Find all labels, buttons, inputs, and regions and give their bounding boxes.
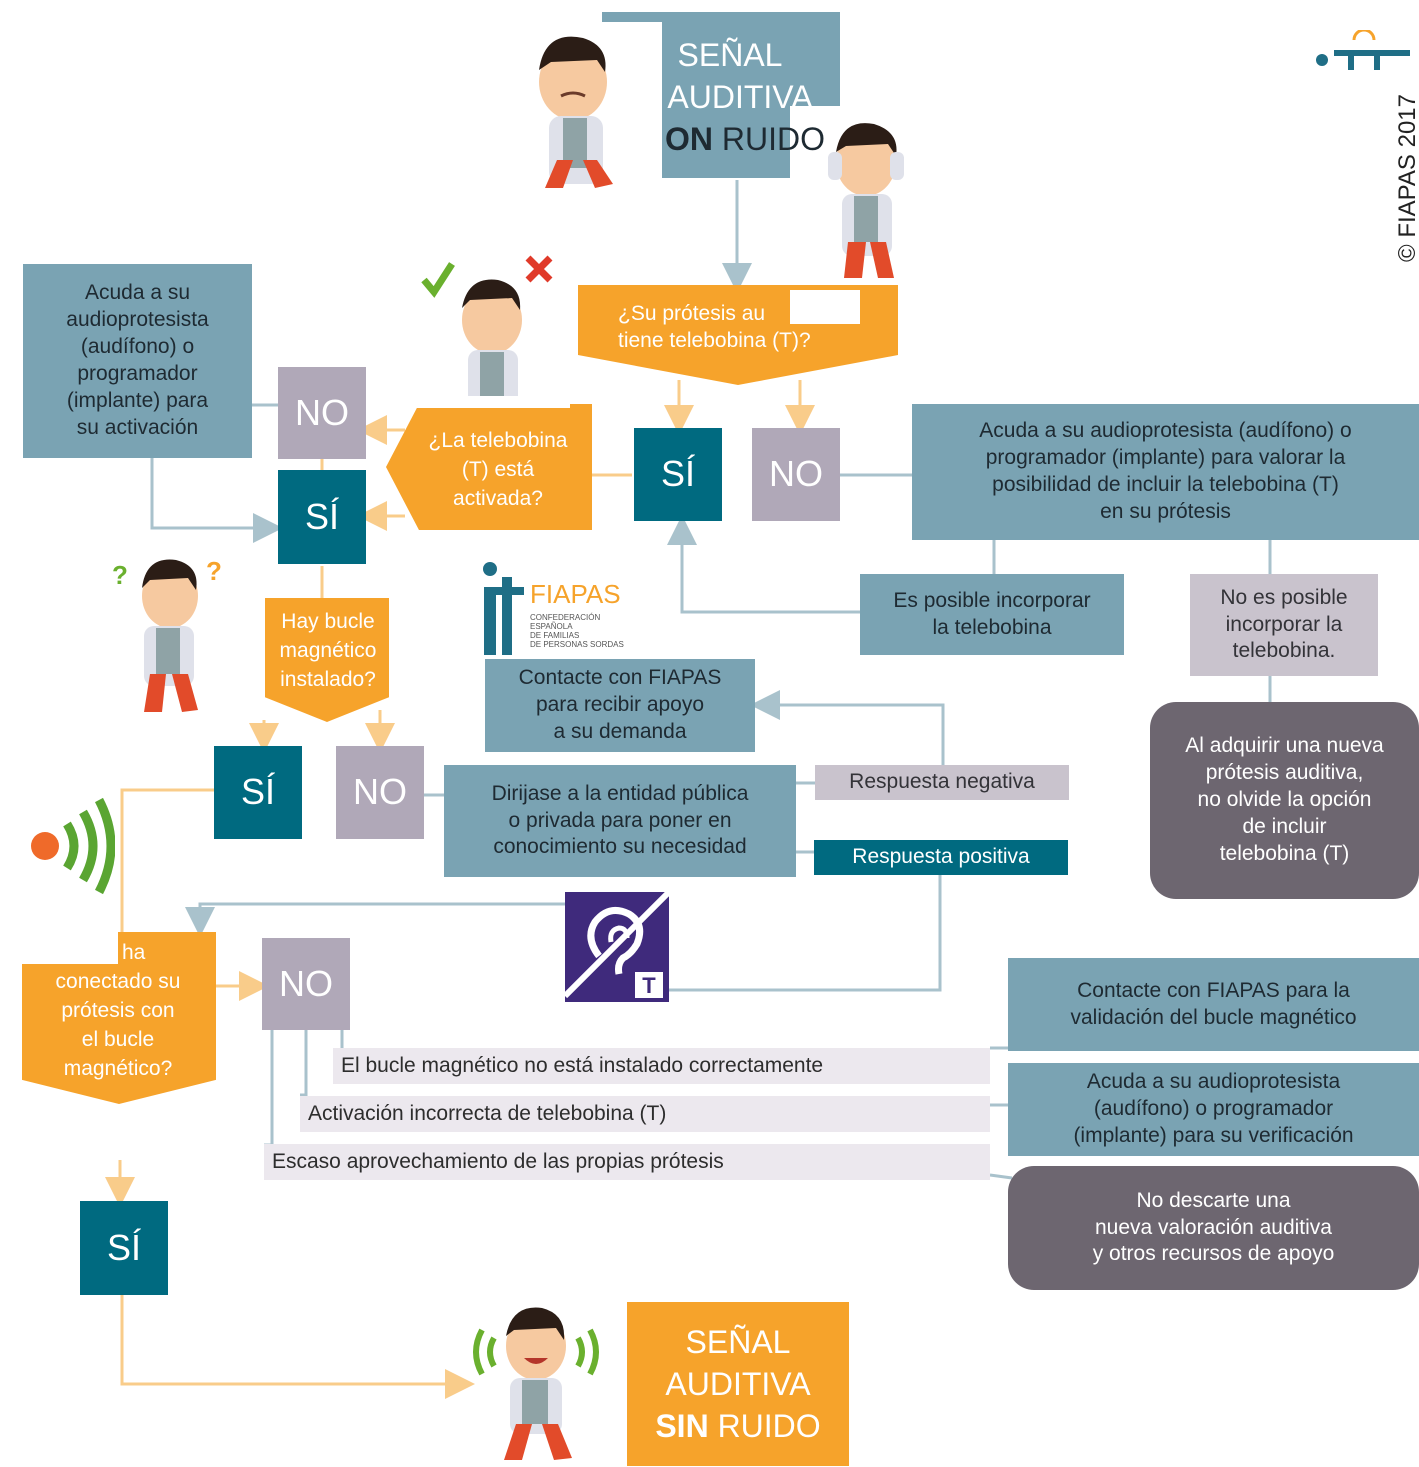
yes-box-conectado: SÍ — [80, 1201, 168, 1295]
sound-waves-icon — [473, 1328, 497, 1376]
fiapas-logo-icon — [483, 562, 524, 655]
respuesta-negativa-label: Respuesta negativa — [815, 765, 1069, 800]
ear-t-icon: T — [562, 889, 672, 999]
question-telebobina-text: ¿Su prótesis au tiene telebobina (T)? — [618, 302, 811, 352]
covering-ears-man-figure — [828, 123, 904, 278]
copyright-text: © FIAPAS 2017 — [1394, 94, 1419, 262]
no-box-telebobina: NO — [752, 428, 840, 521]
fiapas-logo: FIAPAS CONFEDERACIÓN ESPAÑOLA DE FAMILIA… — [480, 557, 640, 657]
cross-icon — [525, 255, 553, 283]
box-valorar: Acuda a su audioprotesista (audífono) o … — [912, 404, 1419, 540]
box-adquirir: Al adquirir una nueva prótesis auditiva,… — [1150, 702, 1419, 899]
check-icon — [421, 262, 455, 298]
svg-text:T: T — [642, 973, 656, 998]
question-telebobina-mask — [790, 290, 860, 324]
box-dirijase: Dirijase a la entidad pública o privada … — [444, 765, 796, 877]
yes-box-telebobina: SÍ — [634, 428, 722, 521]
start-signal-text: SEÑAL AUDITIVA ON RUIDO — [665, 37, 825, 157]
box-validacion: Contacte con FIAPAS para la validación d… — [1008, 958, 1419, 1051]
respuesta-positiva-label: Respuesta positiva — [814, 840, 1068, 875]
start-signal-box-lower — [660, 104, 790, 178]
fiapas-corner-logo — [1310, 28, 1414, 70]
question-icon: ? — [112, 560, 128, 590]
no-box-activada: NO — [278, 367, 366, 459]
svg-text:?: ? — [206, 556, 222, 586]
question-activada-text: ¿La telebobina (T) está activada? — [428, 429, 568, 510]
hearing-loop-symbol: T — [562, 889, 672, 1002]
end-signal-box: SEÑAL AUDITIVA SIN RUIDO — [627, 1302, 849, 1466]
signal-waves-icon — [31, 797, 115, 895]
no-box-conectado: NO — [262, 938, 350, 1030]
problem-strip-activacion: Activación incorrecta de telebobina (T) — [300, 1096, 990, 1132]
box-verificacion: Acuda a su audioprotesista (audífono) o … — [1008, 1063, 1419, 1156]
question-activada-mask — [400, 396, 570, 408]
box-activacion: Acuda a su audioprotesista (audífono) o … — [23, 264, 252, 458]
questioning-man-figure: ? ? — [112, 556, 222, 712]
fiapas-mark-icon — [1316, 28, 1414, 70]
box-contacte-apoyo: Contacte con FIAPAS para recibir apoyo a… — [485, 659, 755, 752]
box-noposible: No es posible incorporar la telebobina. — [1190, 574, 1378, 676]
question-activada — [386, 404, 592, 530]
yes-box-activada: SÍ — [278, 470, 366, 564]
yes-box-bucle: SÍ — [214, 746, 302, 839]
problem-strip-bucle: El bucle magnético no está instalado cor… — [333, 1048, 990, 1084]
question-conectado-text: ha conectado su prótesis con el bucle ma… — [55, 941, 181, 1080]
no-box-bucle: NO — [336, 746, 424, 839]
question-bucle-text: Hay bucle magnético instalado? — [279, 610, 377, 691]
box-nodescarte: No descarte una nueva valoración auditiv… — [1008, 1166, 1419, 1290]
question-bucle — [265, 598, 389, 722]
box-posible: Es posible incorporar la telebobina — [860, 574, 1124, 655]
question-conectado-mask — [22, 930, 118, 964]
problem-strip-aprovechamiento: Escaso aprovechamiento de las propias pr… — [264, 1144, 990, 1180]
sad-man-figure — [539, 36, 613, 188]
happy-man-figure — [473, 1307, 599, 1460]
start-mask — [600, 22, 662, 182]
